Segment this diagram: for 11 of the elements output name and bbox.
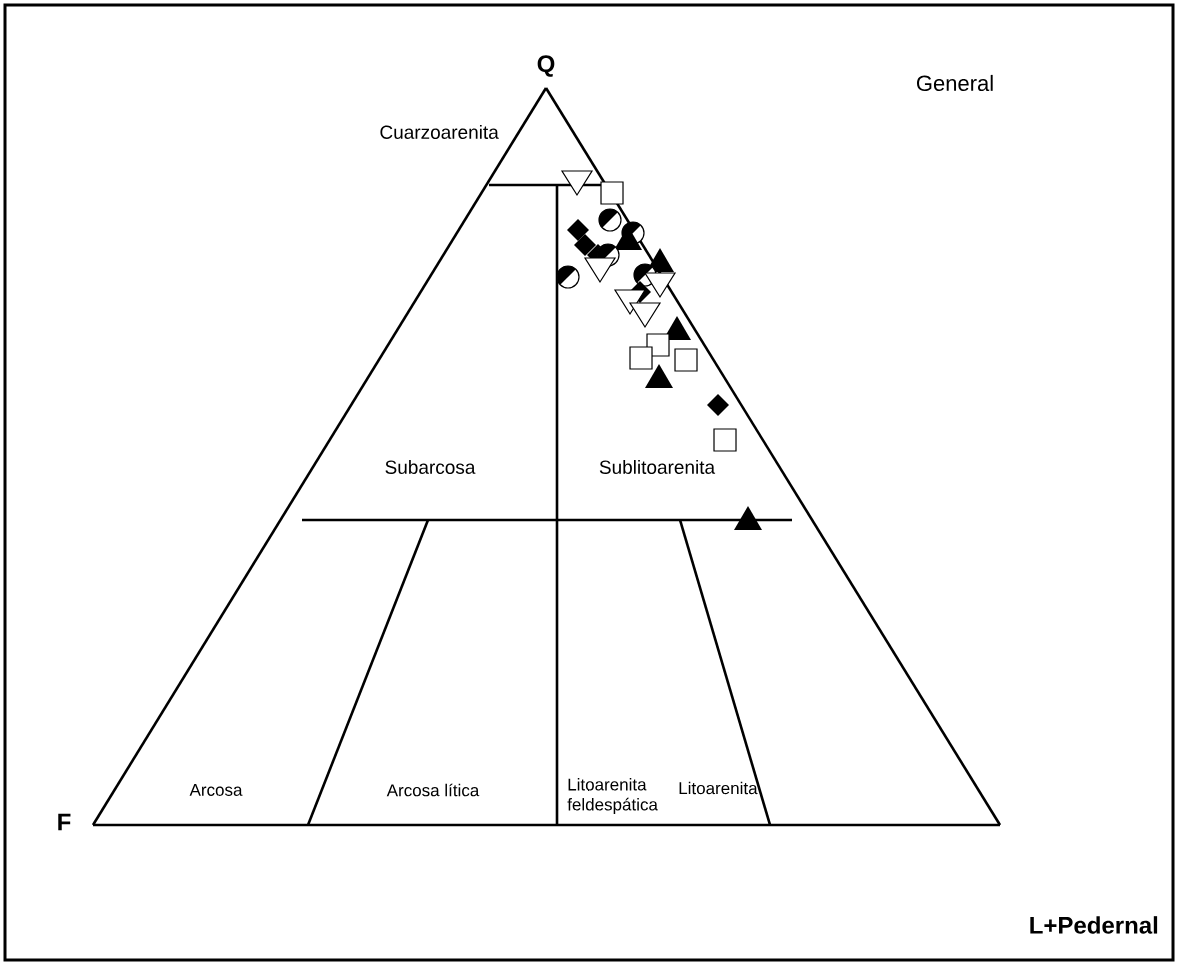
field-label: Arcosa lítica — [386, 783, 480, 797]
field-label: Subarcosa — [385, 460, 476, 474]
field-label: Arcosa — [189, 784, 243, 796]
vertex-label: Q — [537, 55, 555, 77]
vertex-label: L+Pedernal — [1030, 916, 1158, 934]
diagram-title: General — [917, 74, 993, 92]
field-label: Sublitoarenita — [599, 460, 716, 474]
field-label: Cuarzoarenita — [380, 125, 499, 139]
vertex-label: F — [58, 813, 71, 831]
field-label: Litoarenita feldespática — [567, 778, 658, 814]
field-label: Litoarenita — [679, 781, 758, 795]
